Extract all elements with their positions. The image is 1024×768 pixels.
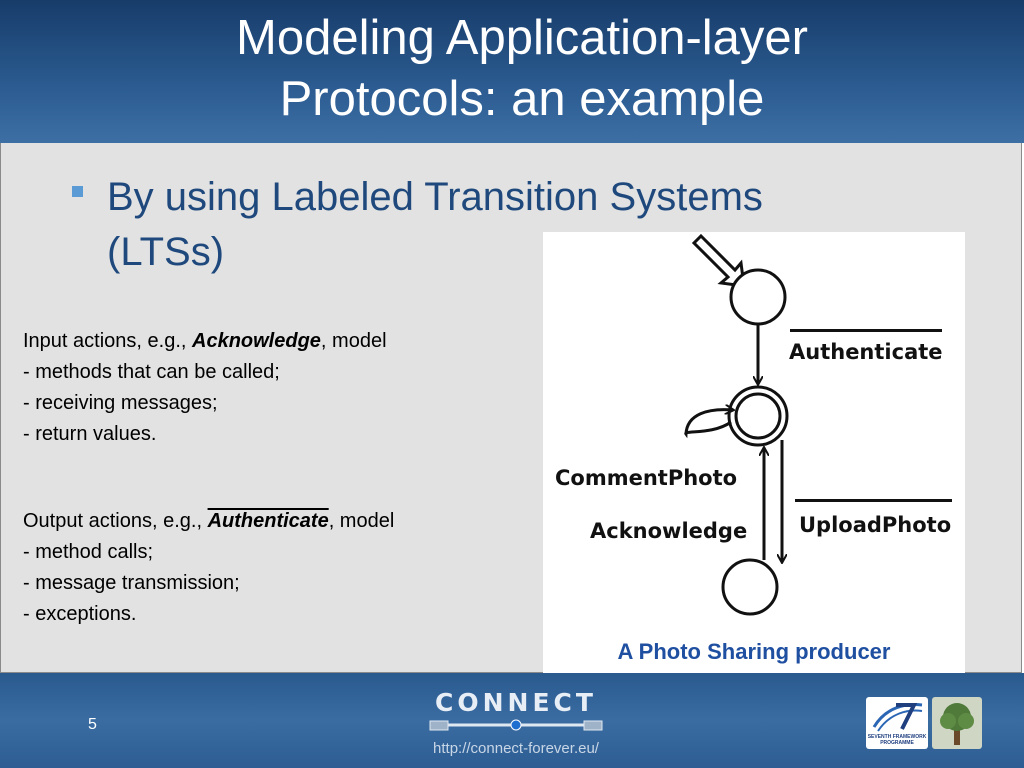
tree-icon [940, 703, 974, 745]
slide-footer [0, 673, 1024, 768]
fp7-logo-icon [872, 703, 923, 732]
input-keyword: Acknowledge [192, 330, 321, 352]
bullet-text: By using Labeled Transition Systems (LTS… [107, 170, 763, 280]
input-item: - receiving messages; [23, 392, 218, 414]
title-line-2: Protocols: an example [279, 72, 765, 126]
output-actions-block: Output actions, e.g., Authenticate, mode… [23, 506, 394, 630]
transition-comment-photo-loop [684, 410, 733, 439]
input-item: - return values. [23, 423, 157, 445]
state-accepting [727, 385, 789, 447]
fp7-logo: SEVENTH FRAMEWORK PROGRAMME [866, 697, 928, 749]
output-keyword: Authenticate [207, 510, 329, 532]
input-actions-block: Input actions, e.g., Acknowledge, model … [23, 326, 387, 450]
output-item: - method calls; [23, 541, 154, 563]
label-upload-photo: UploadPhoto [799, 513, 952, 537]
output-prefix: Output actions, e.g., [23, 510, 208, 532]
lts-diagram: Authenticate CommentPhoto Acknowledge Up… [543, 232, 965, 674]
diagram-caption: A Photo Sharing producer [617, 639, 891, 664]
slide-header: Modeling Application-layer Protocols: an… [0, 0, 1024, 143]
state-initial [729, 268, 787, 326]
output-item: - exceptions. [23, 603, 137, 625]
connect-logo-text: CONNECT [435, 688, 597, 717]
input-actions-heading: Input actions, e.g., Acknowledge, model [23, 326, 387, 357]
fp7-label: SEVENTH FRAMEWORK PROGRAMME [867, 734, 927, 746]
slide-title: Modeling Application-layer Protocols: an… [0, 8, 1024, 130]
page-number: 5 [88, 716, 97, 733]
bullet-line-2: (LTSs) [107, 230, 225, 274]
output-actions-heading: Output actions, e.g., Authenticate, mode… [23, 506, 394, 537]
input-prefix: Input actions, e.g., [23, 330, 192, 352]
lts-diagram-graphic [684, 233, 789, 616]
input-item: - methods that can be called; [23, 361, 280, 383]
bullet-line-1: By using Labeled Transition Systems [107, 175, 763, 219]
tree-logo [932, 697, 982, 749]
bullet-square-icon [72, 186, 83, 197]
label-comment-photo: CommentPhoto [555, 466, 738, 490]
input-suffix: , model [320, 330, 387, 352]
upload-photo-overline [795, 499, 952, 502]
output-suffix: , model [328, 510, 395, 532]
authenticate-overline [790, 329, 942, 332]
label-acknowledge: Acknowledge [590, 519, 748, 543]
label-authenticate: Authenticate [789, 340, 943, 364]
footer-url[interactable]: http://connect-forever.eu/ [433, 740, 599, 757]
connect-logo: CONNECT [426, 688, 606, 734]
title-line-1: Modeling Application-layer [236, 11, 808, 65]
connect-logo-icon [429, 719, 603, 731]
state-bottom [721, 558, 779, 616]
output-item: - message transmission; [23, 572, 240, 594]
